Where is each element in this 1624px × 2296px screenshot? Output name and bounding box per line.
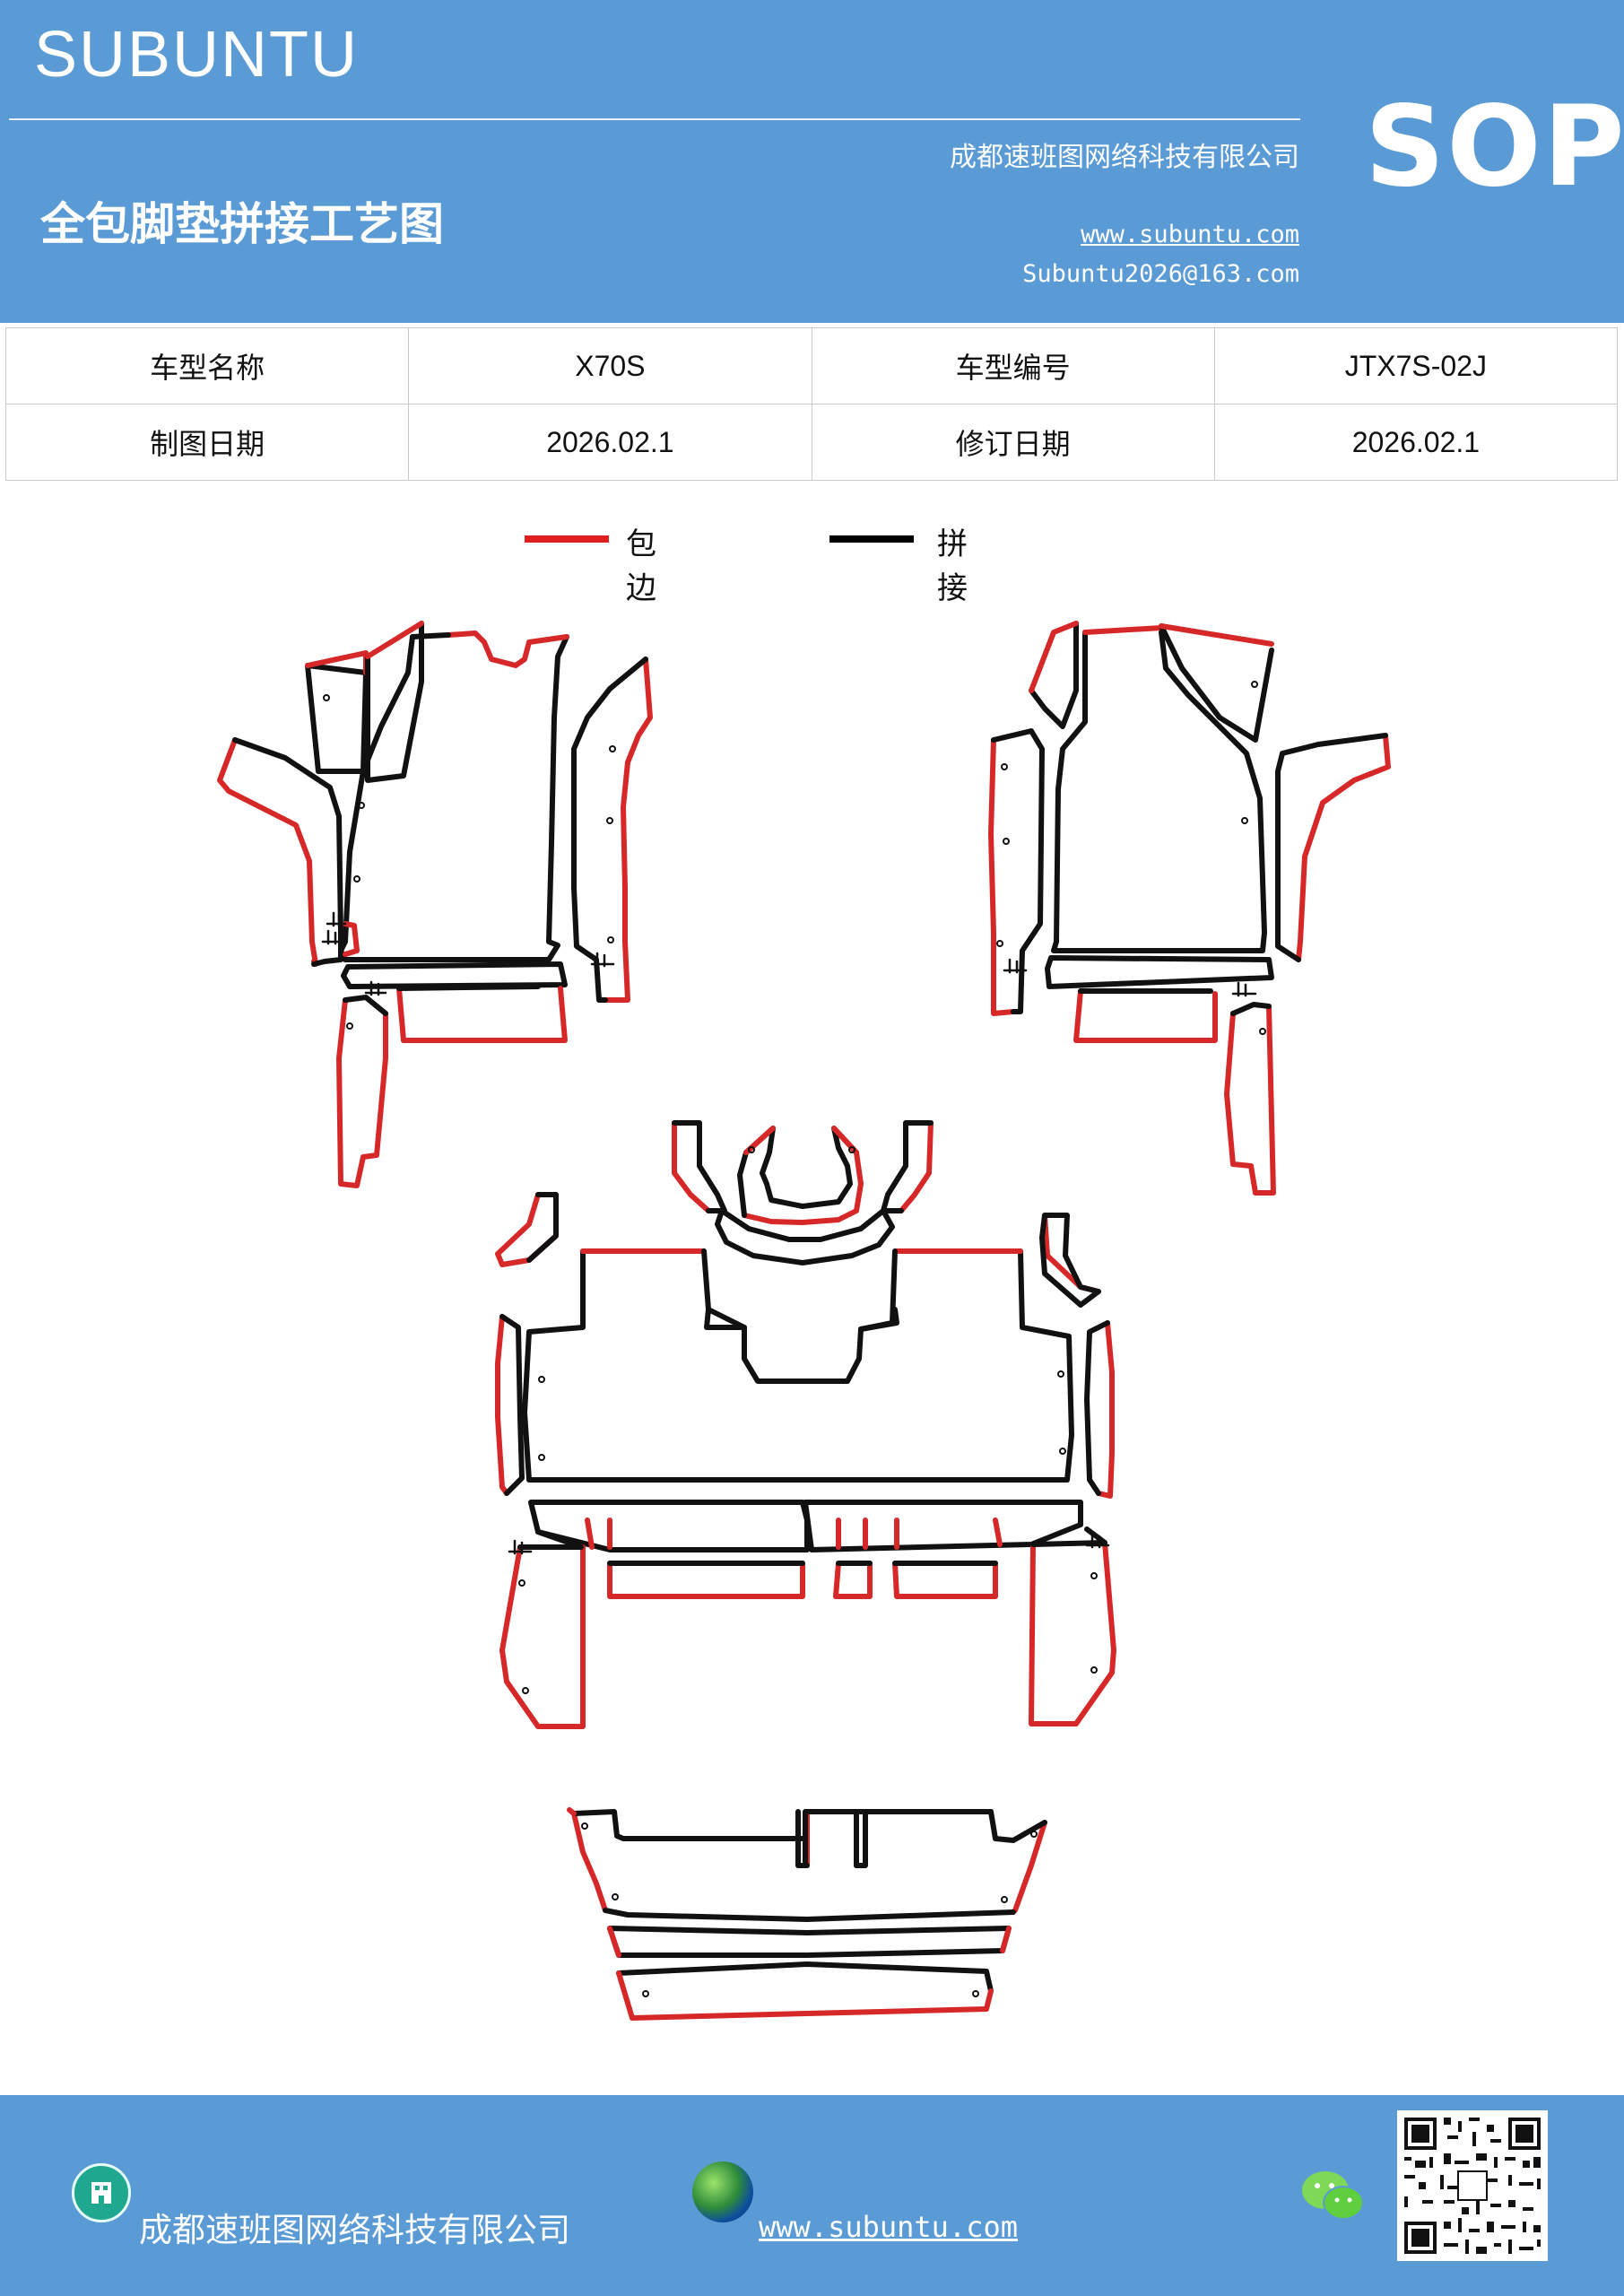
third-row-mat-group [567, 1807, 1047, 2021]
table-row: 车型名称 X70S 车型编号 JTX7S-02J [4, 327, 1619, 404]
second-row-left-upper-wing [495, 1192, 559, 1267]
header-email[interactable]: Subuntu2026@163.com [1022, 260, 1299, 288]
tunnel-right-flap [899, 1120, 934, 1213]
vehicle-name-label: 车型名称 [4, 327, 410, 404]
header-banner: SUBUNTU 全包脚垫拼接工艺图 成都速班图网络科技有限公司 www.subu… [0, 0, 1624, 323]
third-row-main-panel [571, 1811, 1047, 1913]
edge-legend-swatch [525, 535, 609, 543]
tunnel-left-flap [672, 1120, 711, 1213]
footer-banner: 成都速班图网络科技有限公司 www.subuntu.com [0, 2095, 1624, 2296]
second-row-right-side-strip [1096, 1320, 1115, 1499]
front-right-mat-group [988, 621, 1391, 1196]
front-left-heel-pad [396, 986, 568, 1043]
front-left-main-top-edge [446, 631, 569, 668]
front-left-bottom-strip [341, 961, 568, 989]
table-row: 制图日期 2026.02.1 修订日期 2026.02.1 [4, 404, 1619, 481]
footer-company-name: 成都速班图网络科技有限公司 [139, 2211, 570, 2249]
seam-legend-label: 拼接 [937, 526, 968, 606]
draw-date-value: 2026.02.1 [408, 404, 812, 481]
front-left-lower-strip [336, 997, 388, 1188]
second-row-left-pad [607, 1561, 805, 1599]
front-right-main-panel [1051, 630, 1267, 953]
front-left-right-piece [603, 657, 653, 1003]
floor-mat-pattern-diagram [217, 621, 1391, 2021]
front-right-bottom-strip [1045, 955, 1274, 989]
front-left-main-panel [338, 634, 569, 962]
document-title: 全包脚垫拼接工艺图 [40, 198, 444, 250]
front-left-mat-group [217, 621, 653, 1188]
front-right-top-piece [1159, 623, 1274, 743]
second-row-main-panel [522, 1248, 1074, 1483]
third-row-bottom-strip [616, 1961, 994, 1994]
front-right-heel-pad [1073, 988, 1218, 1043]
vehicle-code-value: JTX7S-02J [1213, 327, 1619, 404]
second-row-left-side-strip [495, 1314, 509, 1496]
second-row-mat-group [495, 1120, 1116, 1729]
globe-icon [692, 2161, 753, 2222]
wechat-icon[interactable] [1300, 2167, 1367, 2224]
revision-date-label: 修订日期 [811, 404, 1215, 481]
header-company-name: 成都速班图网络科技有限公司 [950, 142, 1299, 173]
revision-date-value: 2026.02.1 [1213, 404, 1619, 481]
edge-legend-label: 包边 [626, 526, 656, 606]
vehicle-name-value: X70S [408, 327, 812, 404]
front-right-left-tab [1029, 621, 1079, 729]
seam-legend-swatch [829, 535, 914, 543]
second-row-right-wedge [1029, 1540, 1116, 1726]
front-left-middle-strip [365, 621, 424, 783]
tunnel-lower-band [715, 1208, 895, 1265]
building-icon [72, 2163, 131, 2222]
draw-date-label: 制图日期 [4, 404, 410, 481]
tunnel-center-arch [742, 1150, 864, 1225]
vehicle-info-table: 车型名称 X70S 车型编号 JTX7S-02J 制图日期 2026.02.1 … [4, 327, 1619, 481]
header-website-link[interactable]: www.subuntu.com [1081, 221, 1299, 248]
front-right-lower-strip [1224, 1004, 1276, 1196]
front-right-left-strip [988, 737, 1016, 1016]
front-left-side-piece [217, 737, 318, 967]
front-right-side-piece [1296, 733, 1391, 962]
second-row-center-pad [833, 1561, 873, 1599]
second-row-left-wedge [499, 1544, 586, 1729]
footer-website-link[interactable]: www.subuntu.com [759, 2210, 1018, 2244]
sop-badge: SOP [1365, 83, 1624, 212]
front-left-upper-insert [305, 663, 369, 774]
header-divider [9, 118, 1300, 120]
second-row-right-pad [892, 1561, 998, 1599]
qr-code[interactable] [1397, 2110, 1548, 2261]
brand-name: SUBUNTU [34, 19, 360, 91]
vehicle-code-label: 车型编号 [811, 327, 1215, 404]
third-row-middle-strip [607, 1926, 1012, 1958]
